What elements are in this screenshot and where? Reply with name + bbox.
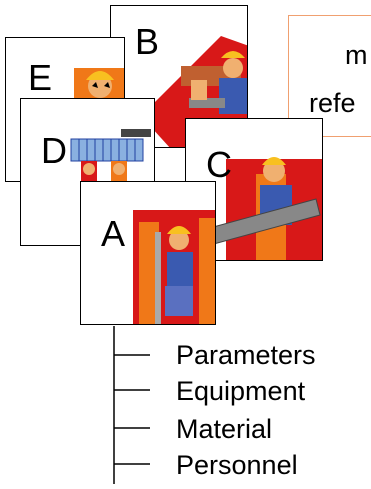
tree-item-material: Material (176, 414, 273, 444)
card-a-letter: A (101, 213, 126, 254)
card-a: A (80, 181, 216, 325)
card-e-letter: E (28, 57, 53, 98)
tree-item-equipment: Equipment (176, 376, 306, 406)
tree-item-personnel: Personnel (176, 450, 298, 480)
card-c-letter: C (206, 144, 232, 185)
worker-ladder-clipart (133, 210, 215, 324)
card-b-letter: B (135, 21, 160, 62)
note-line-2: refe (309, 88, 356, 118)
tree-item-parameters: Parameters (176, 340, 316, 370)
card-b: B (110, 5, 248, 148)
reference-note-box: m refe (288, 15, 371, 137)
note-line-1: m (345, 40, 368, 70)
worker-pipe-clipart (205, 157, 322, 260)
card-d-letter: D (41, 130, 67, 171)
